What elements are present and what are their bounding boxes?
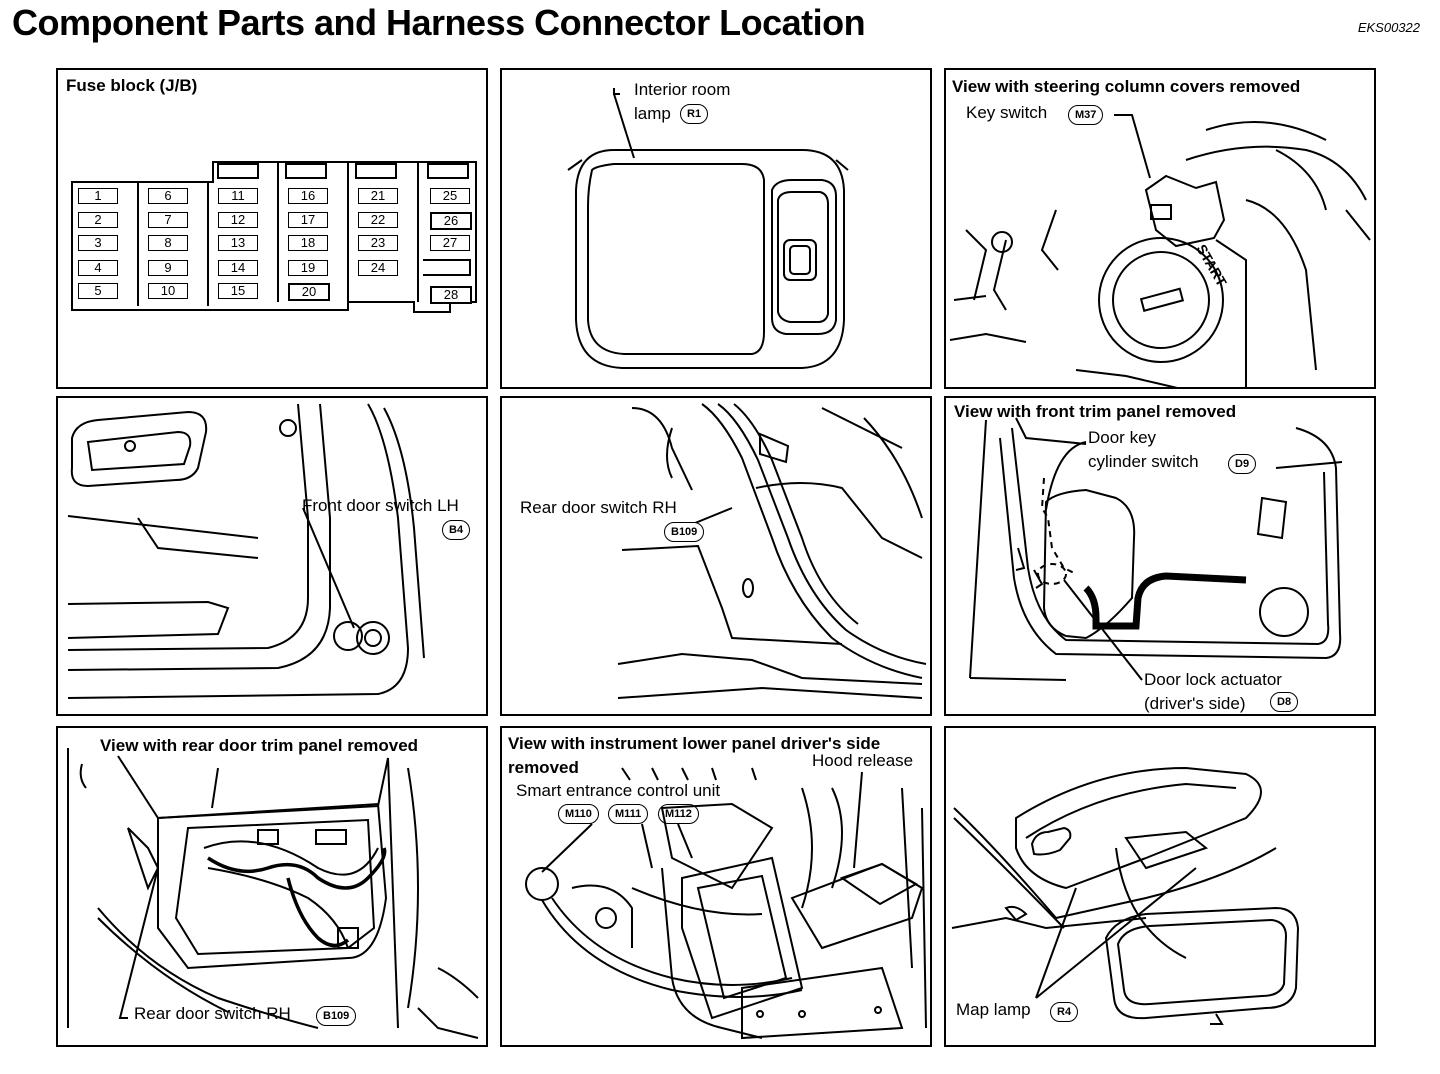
panel-map-lamp: Map lamp R4 bbox=[944, 726, 1376, 1047]
door-lock-actuator-line2: (driver's side) bbox=[1144, 694, 1246, 713]
fuse-slot: 3 bbox=[78, 235, 118, 251]
panel-interior-lamp: Interior room lamp R1 bbox=[500, 68, 932, 389]
instrument-panel-title-line2: removed bbox=[508, 758, 579, 777]
smart-entrance-label: Smart entrance control unit bbox=[516, 781, 721, 800]
fuse-slot: 19 bbox=[288, 260, 328, 276]
fuse-slot: 6 bbox=[148, 188, 188, 204]
rear-door-switch-label: Rear door switch RH bbox=[520, 498, 677, 517]
map-lamp-drawing bbox=[951, 766, 1300, 1025]
hood-release-label: Hood release bbox=[812, 751, 914, 770]
panel-instrument-lower: View with instrument lower panel driver'… bbox=[500, 726, 932, 1047]
front-trim-drawing bbox=[969, 417, 1343, 681]
interior-lamp-label-line1: Interior room bbox=[634, 80, 731, 99]
interior-lamp-drawing bbox=[567, 88, 849, 369]
front-trim-panel-title: View with front trim panel removed bbox=[954, 402, 1237, 421]
instrument-panel-drawing bbox=[525, 767, 927, 1040]
fuse-slot: 25 bbox=[430, 188, 470, 204]
panel-key-switch: View with steering column covers removed… bbox=[944, 68, 1376, 389]
key-switch-label: Key switch bbox=[966, 103, 1048, 122]
door-key-label-line2: cylinder switch bbox=[1088, 452, 1199, 471]
fuse-slot: 16 bbox=[288, 188, 328, 204]
instrument-panel-title-line1: View with instrument lower panel driver'… bbox=[508, 734, 881, 753]
fuse-slot: 14 bbox=[218, 260, 258, 276]
map-lamp-label: Map lamp bbox=[956, 1000, 1031, 1019]
fuse-slot: 12 bbox=[218, 212, 258, 228]
fuse-slot: 1 bbox=[78, 188, 118, 204]
key-switch-drawing: START bbox=[949, 114, 1371, 387]
panel-rear-door-switch: Rear door switch RH B109 bbox=[500, 396, 932, 716]
rear-door-drawing bbox=[617, 403, 927, 699]
fuse-slot: 2 bbox=[78, 212, 118, 228]
fuse-slot: 15 bbox=[218, 283, 258, 299]
fuse-slot: 18 bbox=[288, 235, 328, 251]
rear-trim-drawing bbox=[67, 748, 479, 1039]
fuse-slot: 7 bbox=[148, 212, 188, 228]
connector-badge-m112: M112 bbox=[658, 804, 699, 824]
panel-rear-trim: View with rear door trim panel removed bbox=[56, 726, 488, 1047]
fuse-slot: 17 bbox=[288, 212, 328, 228]
connector-badge-m110: M110 bbox=[558, 804, 599, 824]
page-title: Component Parts and Harness Connector Lo… bbox=[12, 2, 866, 43]
panel-front-door-switch: Front door switch LH B4 bbox=[56, 396, 488, 716]
fuse-slot: 11 bbox=[218, 188, 258, 204]
connector-badge-r1: R1 bbox=[680, 104, 709, 124]
rear-trim-panel-title: View with rear door trim panel removed bbox=[100, 736, 419, 755]
fuse-slot: 5 bbox=[78, 283, 118, 299]
door-key-label-line1: Door key bbox=[1088, 428, 1157, 447]
fuse-slot: 20 bbox=[288, 283, 330, 301]
fuse-slot: 21 bbox=[358, 188, 398, 204]
connector-badge-b4: B4 bbox=[442, 520, 471, 540]
key-switch-panel-title: View with steering column covers removed bbox=[952, 77, 1301, 96]
fuse-slot: 23 bbox=[358, 235, 398, 251]
connector-badge-r4: R4 bbox=[1050, 1002, 1079, 1022]
start-text: START bbox=[1193, 242, 1230, 290]
fuse-slot: 28 bbox=[430, 286, 472, 304]
fuse-slot: 22 bbox=[358, 212, 398, 228]
fuse-slot: 27 bbox=[430, 235, 470, 251]
front-door-drawing bbox=[67, 403, 425, 699]
connector-badge-m37: M37 bbox=[1068, 105, 1104, 125]
fuse-slot: 8 bbox=[148, 235, 188, 251]
door-lock-actuator-line1: Door lock actuator bbox=[1144, 670, 1282, 689]
connector-badge-d8: D8 bbox=[1270, 692, 1299, 712]
fuse-block-drawing bbox=[71, 161, 477, 313]
fuse-block-label: Fuse block (J/B) bbox=[66, 76, 198, 95]
connector-badge-d9: D9 bbox=[1228, 454, 1257, 474]
connector-badge-b109-bottom: B109 bbox=[316, 1006, 357, 1026]
fuse-slot: 9 bbox=[148, 260, 188, 276]
panel-front-trim: View with front trim panel removed Door … bbox=[944, 396, 1376, 716]
connector-badge-m111: M111 bbox=[608, 804, 649, 824]
fuse-slot: 10 bbox=[148, 283, 188, 299]
document-code: EKS00322 bbox=[1357, 20, 1420, 35]
connector-badge-b109-top: B109 bbox=[664, 522, 705, 542]
front-door-switch-label: Front door switch LH bbox=[302, 496, 459, 515]
fuse-slot: 26 bbox=[430, 212, 472, 230]
fuse-slot: 4 bbox=[78, 260, 118, 276]
rear-trim-switch-label: Rear door switch RH bbox=[134, 1004, 291, 1023]
fuse-slot: 13 bbox=[218, 235, 258, 251]
fuse-slot: 24 bbox=[358, 260, 398, 276]
interior-lamp-label-line2: lamp bbox=[634, 104, 671, 123]
